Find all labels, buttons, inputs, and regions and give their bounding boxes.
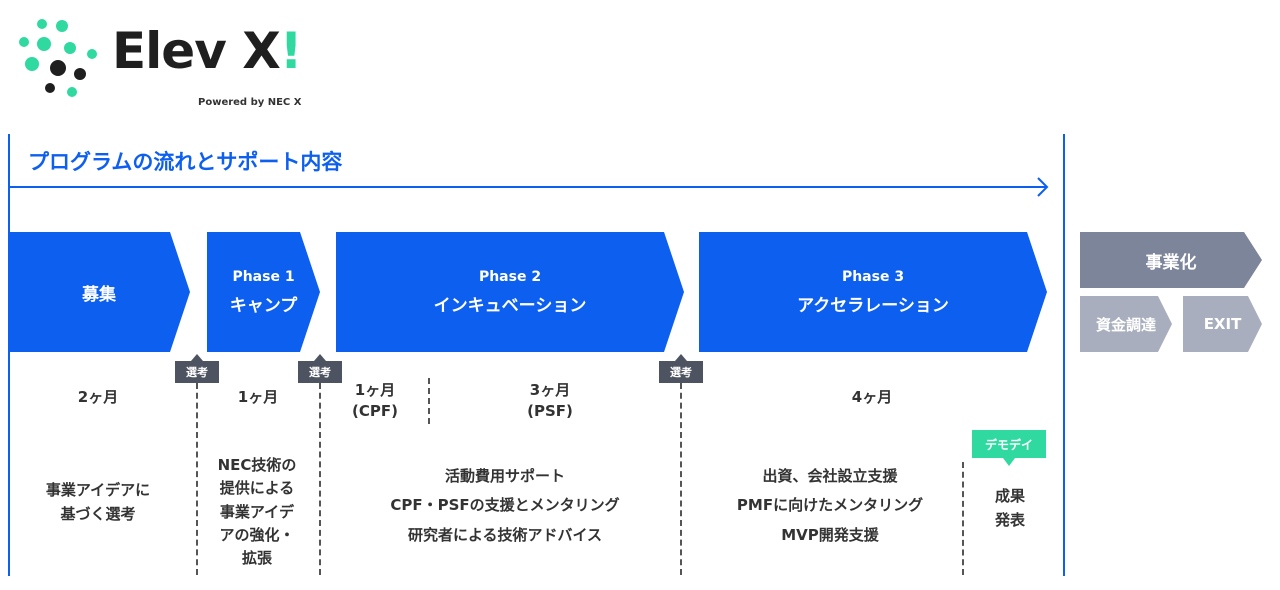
duration-cpf-months: 1ヶ月 (354, 381, 396, 399)
stage-incubation-phase: Phase 2 (478, 268, 542, 285)
description-line: 活動費用サポート (444, 467, 565, 485)
description-camp: NEC技術の 提供による 事業アイデ アの強化・ 拡張 (202, 454, 312, 570)
stage-exit-label: EXIT (1203, 315, 1242, 333)
selection-marker-1: 選考 (175, 354, 219, 383)
description-line: NEC技術の (217, 456, 297, 474)
description-line: 研究者による技術アドバイス (407, 525, 603, 544)
logo-powered-by: Powered by NEC X (198, 97, 302, 108)
selection-marker-3: 選考 (659, 354, 703, 383)
flow-arrow-icon (8, 177, 1049, 197)
stage-camp: Phase 1 キャンプ (207, 232, 320, 352)
duration-psf-months: 3ヶ月 (529, 381, 571, 399)
description-line: 事業アイデ (219, 502, 295, 521)
selection-badge: 選考 (175, 361, 219, 383)
divider-dashed (680, 383, 682, 575)
stage-acceleration: Phase 3 アクセラレーション (699, 232, 1047, 352)
duration-recruit: 2ヶ月 (77, 388, 119, 406)
stage-camp-label: キャンプ (229, 295, 298, 316)
duration-acceleration: 4ヶ月 (851, 388, 893, 406)
divider-dashed (962, 462, 964, 575)
stage-recruit-label: 募集 (82, 284, 116, 305)
stage-acceleration-phase: Phase 3 (841, 268, 905, 285)
elevx-logo-mark-icon (19, 19, 97, 97)
duration-cpf-label: (CPF) (352, 402, 398, 420)
badge-pointer (191, 354, 203, 361)
stage-commercialize-label: 事業化 (1145, 252, 1197, 273)
logo-wordmark: Elev X! (112, 22, 303, 80)
stage-commercialize: 事業化 (1080, 232, 1262, 288)
stage-camp-phase: Phase 1 (232, 268, 295, 285)
description-line: 発表 (994, 511, 1025, 529)
timeline-left-border (8, 134, 10, 576)
divider-dashed (428, 378, 430, 424)
badge-pointer (314, 354, 326, 361)
divider-dashed (319, 383, 321, 575)
description-line: 出資、会社設立支援 (762, 467, 898, 485)
stage-funding-label: 資金調達 (1095, 315, 1156, 334)
stage-incubation-label: インキュベーション (433, 295, 587, 316)
description-acceleration: 出資、会社設立支援 PMFに向けたメンタリング MVP開発支援 (710, 462, 950, 550)
selection-badge: 選考 (298, 361, 342, 383)
description-line: 拡張 (241, 549, 272, 567)
selection-badge: 選考 (659, 361, 703, 383)
badge-pointer (1003, 458, 1015, 466)
duration-psf: 3ヶ月 (PSF) (500, 380, 600, 422)
description-incubation: 活動費用サポート CPF・PSFの支援とメンタリング 研究者による技術アドバイス (360, 462, 650, 550)
description-recruit: 事業アイデアに 基づく選考 (18, 478, 178, 526)
flow-title: プログラムの流れとサポート内容 (28, 150, 343, 174)
description-line: 提供による (219, 479, 295, 498)
description-line: PMFに向けたメンタリング (736, 496, 924, 515)
stage-acceleration-label: アクセラレーション (797, 295, 949, 316)
stage-recruit: 募集 (8, 232, 190, 352)
description-demo-day: 成果 発表 (976, 484, 1044, 532)
stage-funding: 資金調達 (1080, 296, 1172, 352)
demo-day-badge: デモデイ (972, 430, 1046, 458)
duration-psf-label: (PSF) (527, 402, 573, 420)
description-line: アの強化・ (219, 525, 295, 544)
badge-pointer (675, 354, 687, 361)
stage-exit: EXIT (1183, 296, 1262, 352)
divider-dashed (196, 383, 198, 575)
duration-cpf: 1ヶ月 (CPF) (330, 380, 420, 422)
duration-camp: 1ヶ月 (237, 388, 279, 406)
description-line: 成果 (994, 487, 1025, 505)
timeline-right-border (1063, 134, 1065, 576)
description-line: CPF・PSFの支援とメンタリング (390, 496, 620, 515)
selection-marker-2: 選考 (298, 354, 342, 383)
description-line: MVP開発支援 (781, 525, 879, 544)
description-line: 事業アイデアに (45, 481, 151, 499)
demo-day-marker: デモデイ (972, 430, 1046, 466)
stage-incubation: Phase 2 インキュベーション (336, 232, 684, 352)
description-line: 基づく選考 (60, 505, 136, 523)
